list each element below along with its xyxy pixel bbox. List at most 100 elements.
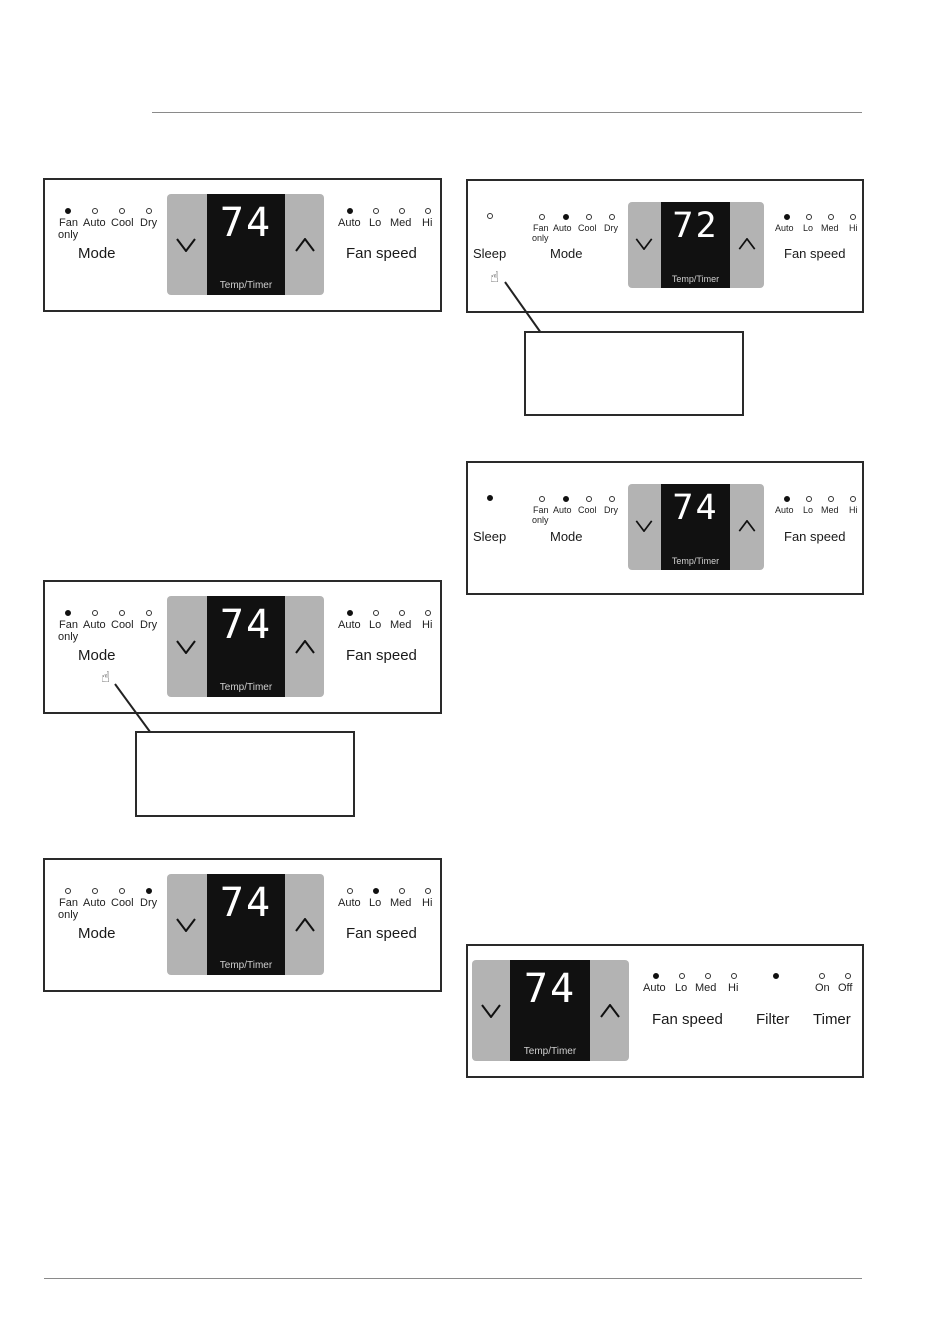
fan-auto-indicator bbox=[347, 888, 353, 894]
chevron-down-icon[interactable] bbox=[176, 918, 196, 932]
chevron-down-icon[interactable] bbox=[635, 520, 653, 532]
fan-speed-button[interactable]: Fan speed bbox=[346, 925, 417, 942]
timer-off-label: Off bbox=[838, 982, 853, 994]
fan-auto-indicator bbox=[784, 496, 790, 502]
fan-med-indicator bbox=[399, 888, 405, 894]
pointing-hand-icon: ☝ bbox=[101, 669, 111, 686]
footer-rule bbox=[44, 1278, 862, 1279]
mode-fan-only-indicator bbox=[65, 610, 71, 616]
fan-auto-label: Auto bbox=[338, 217, 361, 229]
mode-only-label: only bbox=[58, 909, 79, 921]
control-panel-2: Sleep Fan Auto Cool Dry only Mode 72 Tem… bbox=[466, 179, 864, 313]
temp-display: 74 Temp/Timer bbox=[472, 960, 629, 1061]
mode-cool-label: Cool bbox=[111, 217, 134, 229]
mode-cool-label: Cool bbox=[578, 505, 597, 515]
mode-button[interactable]: Mode bbox=[78, 925, 116, 942]
temperature-readout: 74 bbox=[219, 880, 273, 926]
mode-auto-label: Auto bbox=[553, 505, 572, 515]
fan-hi-label: Hi bbox=[422, 619, 433, 631]
mode-dry-indicator bbox=[609, 214, 615, 220]
fan-speed-button[interactable]: Fan speed bbox=[784, 529, 846, 544]
mode-dry-label: Dry bbox=[140, 619, 158, 631]
chevron-up-icon[interactable] bbox=[738, 520, 756, 532]
fan-med-indicator bbox=[705, 973, 711, 979]
mode-cool-label: Cool bbox=[111, 619, 134, 631]
mode-fan-only-indicator bbox=[65, 888, 71, 894]
filter-indicator bbox=[773, 973, 779, 979]
mode-only-label: only bbox=[58, 229, 79, 241]
display-screen: 72 Temp/Timer bbox=[661, 202, 730, 288]
fan-lo-label: Lo bbox=[369, 619, 382, 631]
fan-auto-indicator bbox=[347, 610, 353, 616]
control-panel-1: Fan Auto Cool Dry only Mode 74 Temp/Time… bbox=[43, 178, 442, 312]
fan-med-indicator bbox=[399, 208, 405, 214]
mode-fan-label: Fan bbox=[533, 505, 549, 515]
mode-button[interactable]: Mode bbox=[78, 245, 116, 262]
fan-lo-indicator bbox=[679, 973, 685, 979]
fan-speed-button[interactable]: Fan speed bbox=[784, 246, 846, 261]
mode-fan-only-indicator bbox=[539, 496, 545, 502]
fan-lo-indicator bbox=[373, 888, 379, 894]
fan-lo-label: Lo bbox=[369, 897, 382, 909]
chevron-up-icon[interactable] bbox=[295, 918, 315, 932]
chevron-down-icon[interactable] bbox=[635, 238, 653, 250]
filter-button[interactable]: Filter bbox=[756, 1011, 790, 1028]
temperature-readout: 74 bbox=[219, 200, 273, 246]
mode-auto-label: Auto bbox=[83, 619, 106, 631]
mode-auto-indicator bbox=[92, 888, 98, 894]
chevron-up-icon[interactable] bbox=[600, 1004, 620, 1018]
mode-button[interactable]: Mode bbox=[550, 246, 583, 261]
fan-speed-button[interactable]: Fan speed bbox=[346, 647, 417, 664]
control-panel-4: Fan Auto Cool Dry only Mode 74 Temp/Time… bbox=[43, 580, 442, 714]
mode-fan-label: Fan bbox=[59, 217, 78, 229]
temp-timer-label: Temp/Timer bbox=[219, 280, 273, 291]
temp-timer-label: Temp/Timer bbox=[219, 682, 273, 693]
fan-lo-label: Lo bbox=[803, 223, 814, 233]
timer-on-indicator bbox=[819, 973, 825, 979]
chevron-up-icon[interactable] bbox=[295, 640, 315, 654]
mode-only-label: only bbox=[532, 515, 549, 525]
fan-auto-label: Auto bbox=[775, 505, 794, 515]
fan-auto-label: Auto bbox=[338, 897, 361, 909]
callout-leader-line bbox=[114, 683, 157, 741]
mode-callout-box bbox=[135, 731, 355, 817]
mode-auto-indicator bbox=[563, 214, 569, 220]
chevron-down-icon[interactable] bbox=[481, 1004, 501, 1018]
sleep-button[interactable]: Sleep bbox=[473, 529, 507, 544]
sleep-indicator bbox=[487, 213, 493, 219]
mode-cool-indicator bbox=[119, 610, 125, 616]
fan-speed-button[interactable]: Fan speed bbox=[346, 245, 417, 262]
fan-hi-indicator bbox=[425, 888, 431, 894]
fan-auto-indicator bbox=[653, 973, 659, 979]
mode-fan-label: Fan bbox=[59, 619, 78, 631]
fan-hi-label: Hi bbox=[849, 505, 858, 515]
fan-med-indicator bbox=[399, 610, 405, 616]
sleep-callout-box bbox=[524, 331, 744, 416]
mode-cool-indicator bbox=[586, 214, 592, 220]
mode-auto-label: Auto bbox=[83, 217, 106, 229]
sleep-button[interactable]: Sleep bbox=[473, 246, 507, 261]
fan-auto-indicator bbox=[347, 208, 353, 214]
chevron-down-icon[interactable] bbox=[176, 238, 196, 252]
mode-button[interactable]: Mode bbox=[78, 647, 116, 664]
chevron-up-icon[interactable] bbox=[295, 238, 315, 252]
temperature-readout: 74 bbox=[672, 488, 719, 528]
fan-speed-button[interactable]: Fan speed bbox=[652, 1011, 723, 1028]
mode-dry-label: Dry bbox=[604, 505, 618, 515]
fan-lo-label: Lo bbox=[675, 982, 688, 994]
display-screen: 74 Temp/Timer bbox=[510, 960, 590, 1061]
mode-cool-indicator bbox=[119, 888, 125, 894]
mode-dry-indicator bbox=[146, 610, 152, 616]
timer-button[interactable]: Timer bbox=[813, 1011, 851, 1028]
fan-lo-label: Lo bbox=[803, 505, 814, 515]
chevron-down-icon[interactable] bbox=[176, 640, 196, 654]
fan-med-label: Med bbox=[695, 982, 717, 994]
mode-button[interactable]: Mode bbox=[550, 529, 583, 544]
control-panel-3: Sleep Fan Auto Cool Dry only Mode 74 Tem… bbox=[466, 461, 864, 595]
chevron-up-icon[interactable] bbox=[738, 238, 756, 250]
temperature-readout: 72 bbox=[672, 206, 719, 246]
mode-cool-label: Cool bbox=[111, 897, 134, 909]
fan-med-label: Med bbox=[821, 505, 839, 515]
mode-cool-label: Cool bbox=[578, 223, 597, 233]
fan-hi-indicator bbox=[731, 973, 737, 979]
